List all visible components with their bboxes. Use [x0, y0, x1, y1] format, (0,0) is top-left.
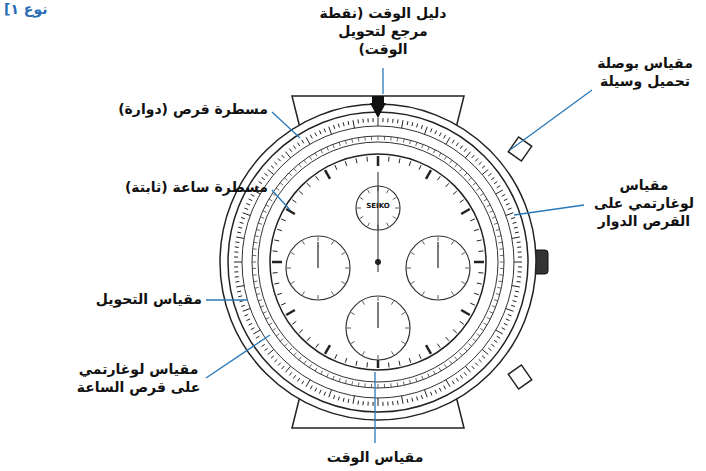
leader-line	[206, 335, 270, 378]
part-label: مقياس الوقت	[300, 448, 450, 466]
leader-line	[374, 372, 375, 443]
leader-line	[514, 205, 584, 215]
watch-case	[220, 96, 548, 428]
part-label: مقياس التحويل	[60, 290, 202, 308]
brand-mark: SEIKO	[353, 202, 403, 211]
leader-line	[272, 112, 300, 138]
leader-line	[272, 190, 290, 210]
section-tag: نوع ١]	[4, 0, 64, 18]
leader-line	[382, 68, 383, 94]
leader-line	[510, 90, 592, 150]
part-label: مقياس لوغارتمي على قرص الساعة	[75, 360, 202, 396]
part-label: دليل الوقت (نقطة مرجع لتحويل الوقت)	[318, 4, 448, 59]
part-label: مقياس لوغارتمي على القرص الدوار	[586, 176, 702, 231]
part-label: مقياس بوصلة تحميل وسيلة	[588, 54, 702, 90]
leader-lines	[206, 68, 592, 443]
leader-line	[206, 299, 248, 300]
part-label: مسطرة ساعة (ثابتة)	[100, 178, 268, 196]
part-label: مسطرة قرص (دوارة)	[100, 100, 268, 118]
